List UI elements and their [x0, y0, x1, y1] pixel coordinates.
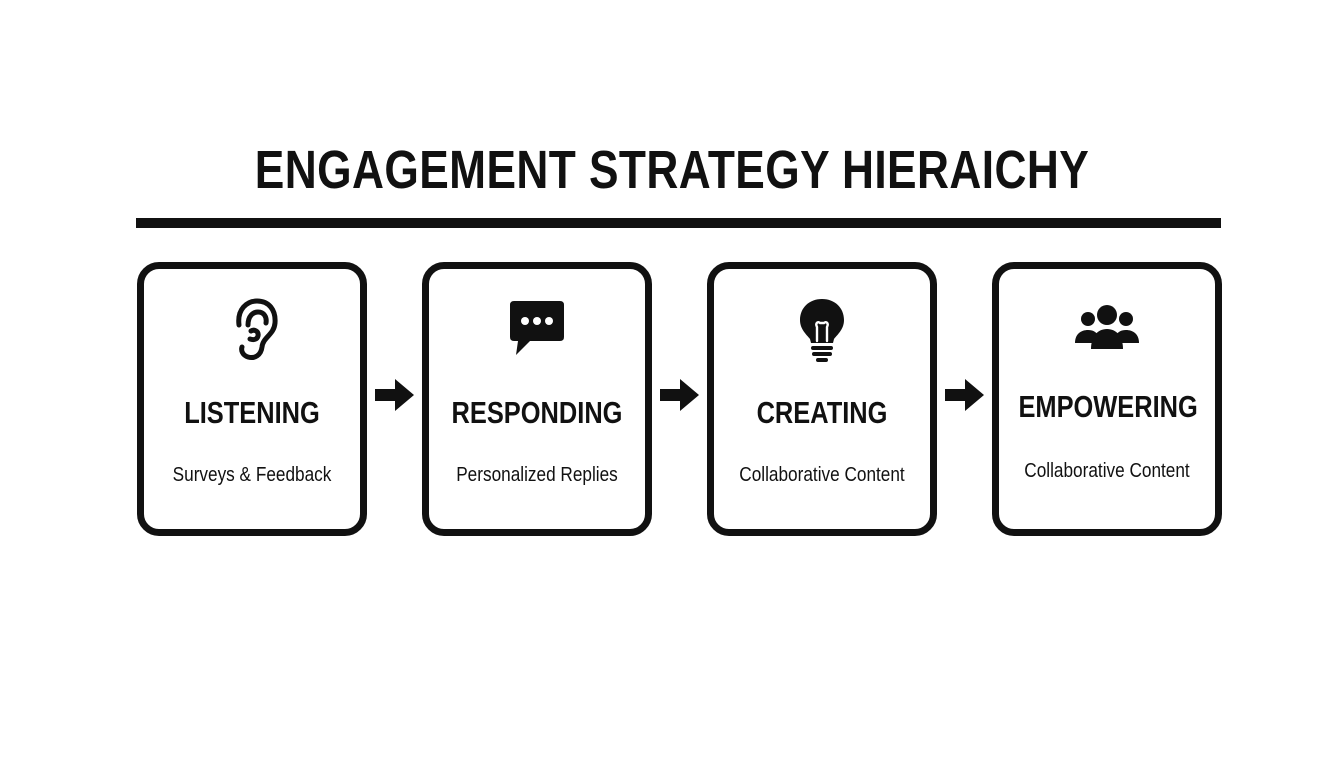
step-description: Collaborative Content: [1024, 460, 1190, 482]
title-divider: [136, 218, 1221, 228]
arrow-right-icon: [375, 378, 415, 412]
speech-bubble-icon: [502, 295, 572, 365]
people-group-icon: [1072, 295, 1142, 365]
step-description: Personalized Replies: [456, 464, 618, 486]
diagram-title: ENGAGEMENT STRATEGY HIERAICHY: [254, 140, 1090, 200]
step-label: CREATING: [756, 395, 888, 430]
step-card-creating: CREATING Collaborative Content: [707, 262, 937, 536]
ear-icon: [217, 295, 287, 365]
step-description: Surveys & Feedback: [172, 464, 332, 486]
step-card-listening: LISTENING Surveys & Feedback: [137, 262, 367, 536]
step-card-empowering: EMPOWERING Collaborative Content: [992, 262, 1222, 536]
arrow-right-icon: [660, 378, 700, 412]
step-label: EMPOWERING: [1018, 389, 1198, 424]
step-description: Collaborative Content: [739, 464, 905, 486]
lightbulb-icon: [787, 295, 857, 365]
step-card-responding: RESPONDING Personalized Replies: [422, 262, 652, 536]
step-label: LISTENING: [184, 395, 320, 430]
arrow-right-icon: [945, 378, 985, 412]
step-label: RESPONDING: [451, 395, 623, 430]
